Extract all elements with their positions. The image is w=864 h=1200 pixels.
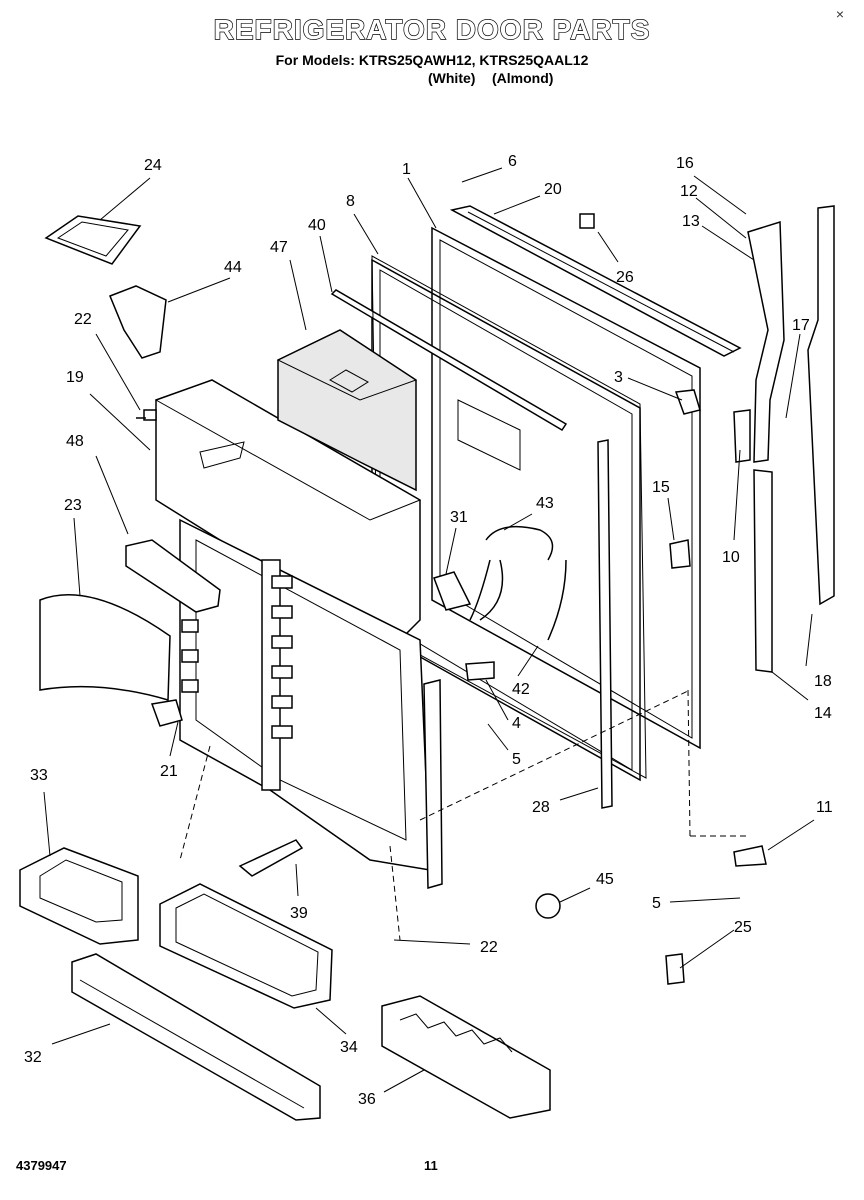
dairy-door-cover xyxy=(39,594,171,701)
wire-cover-plate xyxy=(433,571,472,611)
callout-42: 42 xyxy=(512,681,530,698)
callout-10: 10 xyxy=(722,549,740,566)
model-subtitle: For Models: KTRS25QAWH12, KTRS25QAAL12 xyxy=(275,52,589,68)
cover-hinge xyxy=(150,699,183,727)
screw-icon xyxy=(136,409,157,421)
breaker-strip xyxy=(330,289,568,432)
callout-4: 4 xyxy=(512,715,521,732)
door-handle-trim xyxy=(733,205,835,673)
callout-12: 12 xyxy=(680,183,698,200)
callout-17: 17 xyxy=(792,317,810,334)
callout-44: 44 xyxy=(224,259,242,276)
callout-5b: 5 xyxy=(652,895,661,912)
callout-25: 25 xyxy=(734,919,752,936)
callout-22b: 22 xyxy=(480,939,498,956)
button-plug xyxy=(535,893,561,919)
shelf-post-left xyxy=(261,559,293,791)
door-shelf-rail xyxy=(71,953,321,1121)
callout-numbers: 24 44 22 19 48 23 33 21 32 47 40 8 1 6 2… xyxy=(24,153,833,1108)
callout-8: 8 xyxy=(346,193,355,210)
callout-6: 6 xyxy=(508,153,517,170)
callout-43: 43 xyxy=(536,495,554,512)
callout-48: 48 xyxy=(66,433,84,450)
page-title: REFRIGERATOR DOOR PARTS xyxy=(213,13,651,45)
callout-11: 11 xyxy=(816,799,833,816)
callout-23: 23 xyxy=(64,497,82,514)
leader-lines xyxy=(43,167,815,1093)
callout-24: 24 xyxy=(144,157,162,174)
door-bin-small xyxy=(19,847,139,945)
ice-chute xyxy=(109,285,167,359)
close-icon[interactable]: × xyxy=(835,6,844,22)
lower-hinge xyxy=(733,845,767,867)
callout-21: 21 xyxy=(160,763,178,780)
dairy-shelf-bracket xyxy=(125,539,221,613)
callout-31: 31 xyxy=(450,509,468,526)
inner-door-panel xyxy=(154,379,431,871)
callout-45: 45 xyxy=(596,871,614,888)
callout-18: 18 xyxy=(814,673,832,690)
insulation-block xyxy=(276,329,418,492)
door-bin-large xyxy=(159,883,333,1009)
door-trim-strip xyxy=(597,439,613,809)
callout-47: 47 xyxy=(270,239,288,256)
callout-33: 33 xyxy=(30,767,48,784)
document-number: 4379947 xyxy=(16,1158,67,1173)
callout-14: 14 xyxy=(814,705,832,722)
door-trim-left xyxy=(423,679,443,889)
shelf-post-small xyxy=(181,619,199,693)
dispenser-bezel xyxy=(44,215,142,265)
callout-36: 36 xyxy=(358,1091,376,1108)
callout-28: 28 xyxy=(532,799,550,816)
wire-harness xyxy=(469,525,554,621)
door-outer-frame xyxy=(431,226,701,750)
callout-20: 20 xyxy=(544,181,562,198)
page-number: 11 xyxy=(424,1158,438,1173)
top-strip xyxy=(449,205,742,357)
upper-hinge-plate xyxy=(674,389,701,415)
callout-32: 32 xyxy=(24,1049,42,1066)
variant-almond: (Almond) xyxy=(492,70,554,86)
door-cam xyxy=(669,539,691,569)
callout-22: 22 xyxy=(74,311,92,328)
foam-pad xyxy=(579,213,595,229)
callout-15: 15 xyxy=(652,479,670,496)
callout-3: 3 xyxy=(614,369,623,386)
callout-16: 16 xyxy=(676,155,694,172)
callout-1: 1 xyxy=(402,161,411,178)
callout-13: 13 xyxy=(682,213,700,230)
mounting-plate xyxy=(465,661,495,681)
hinge-bracket xyxy=(665,953,685,985)
bin-clip xyxy=(238,839,304,877)
egg-tray xyxy=(381,995,551,1119)
callout-26: 26 xyxy=(616,269,634,286)
callout-19: 19 xyxy=(66,369,84,386)
callout-34: 34 xyxy=(340,1039,358,1056)
callout-39: 39 xyxy=(290,905,308,922)
callout-40: 40 xyxy=(308,217,326,234)
variant-white: (White) xyxy=(428,70,476,86)
callout-5a: 5 xyxy=(512,751,521,768)
